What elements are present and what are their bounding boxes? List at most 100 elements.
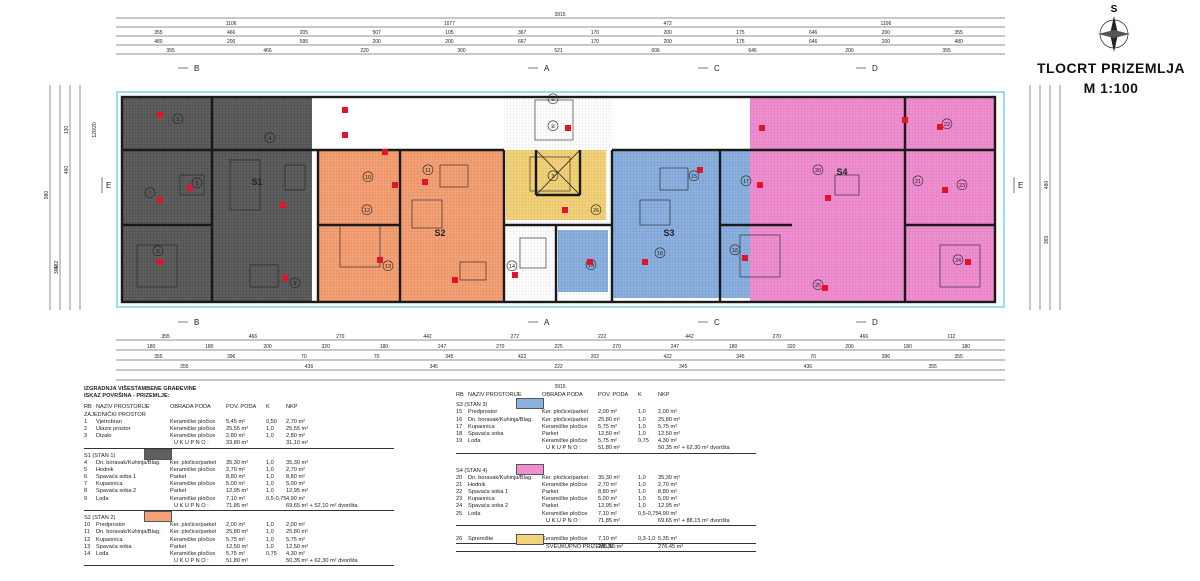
table-cell: 1,0 xyxy=(266,425,274,432)
dim-label: 436 xyxy=(305,364,314,370)
section-title-text: ZAJEDNIČKI PROSTOR xyxy=(84,411,146,418)
table-cell: Parket xyxy=(542,503,559,510)
room-number-circle xyxy=(172,113,184,125)
dim-label: 345 xyxy=(445,354,454,360)
room-number-circle xyxy=(812,279,824,291)
table-cell: 5,35 m² xyxy=(658,536,677,542)
room-number-circle xyxy=(912,175,924,187)
table-cell: 31,10 m² xyxy=(286,440,309,447)
dim-label: 507 xyxy=(372,30,381,36)
table-cell: 21 xyxy=(456,481,463,488)
table-cell: Parket xyxy=(170,474,187,481)
area-annotation-mark xyxy=(965,259,971,265)
area-annotation-mark xyxy=(377,257,383,263)
table-cell: 13 xyxy=(84,543,91,550)
room-number-circle xyxy=(952,254,964,266)
room-number-label: 18 xyxy=(732,248,738,254)
room-number-label: 17 xyxy=(743,179,749,185)
table-cell: 71,85 m² xyxy=(226,502,249,509)
room-number-label: 21 xyxy=(915,179,921,185)
table-cell: Ker. pločice/parket xyxy=(170,459,217,466)
table-cell: Keramičke pločice xyxy=(542,496,588,503)
room-number-circle xyxy=(740,175,752,187)
table-cell: 12 xyxy=(84,536,91,543)
dim-label: 595 xyxy=(300,39,309,45)
dim-label: 980 xyxy=(44,191,50,200)
table-cell: 7,10 m² xyxy=(598,510,617,517)
dim-label: 480 xyxy=(1044,181,1050,190)
area-annotation-mark xyxy=(562,207,568,213)
dim-label: 646 xyxy=(809,39,818,45)
area-annotation-mark xyxy=(422,179,428,185)
room-number-label: ① xyxy=(551,96,556,103)
table-cell: 1,0 xyxy=(638,423,646,430)
room-number-label: 26 xyxy=(593,208,599,214)
area-annotation-mark xyxy=(392,182,398,188)
table-cell: Vjetrobran xyxy=(96,418,122,425)
dim-label: 70 xyxy=(301,354,307,360)
table-cell: 1,0 xyxy=(266,481,274,488)
area-annotation-mark xyxy=(282,275,288,281)
table-cell: 51,80 m² xyxy=(598,445,621,452)
table-cell: Keramičke pločice xyxy=(170,466,216,473)
table-cell: 35,30 m² xyxy=(226,459,249,466)
dim-label: 345 xyxy=(736,354,745,360)
room-number-label: ② xyxy=(551,123,556,130)
dim-label: 200 xyxy=(372,39,381,45)
dim-label: 355 xyxy=(161,334,170,340)
table-cell: 4 xyxy=(84,459,88,466)
table-cell: 33,80 m² xyxy=(226,440,249,447)
table-cell: 1,0 xyxy=(266,466,274,473)
room-number-circle xyxy=(547,120,559,132)
room-number-circle xyxy=(688,170,700,182)
table-cell: 10 xyxy=(84,522,91,529)
section-title-text: S3 (STAN 3) xyxy=(456,402,488,409)
dim-label: 120/20 xyxy=(92,122,98,138)
table-cell: 2,00 m² xyxy=(226,522,245,529)
table-cell: Keramičke pločice xyxy=(542,438,588,445)
table-cell: Keramičke pločice xyxy=(170,495,216,502)
dim-label: 396 xyxy=(882,354,891,360)
room-number-label: S3 xyxy=(663,228,674,238)
table-cell: 5,75 m² xyxy=(598,423,617,430)
table-cell: Keramičke pločice xyxy=(542,510,588,517)
table-cell: 1,0 xyxy=(266,536,274,543)
table-cell: 276,45 m² xyxy=(658,544,684,551)
room-number-circle xyxy=(361,204,373,216)
table-cell: Lođa xyxy=(468,510,481,517)
dim-label: 200 xyxy=(882,39,891,45)
table-cell: Kupaonica xyxy=(468,423,495,430)
legend-swatch xyxy=(144,511,172,522)
table-cell: 18 xyxy=(456,430,463,437)
table-cell: Spavaća soba xyxy=(468,430,504,437)
table-cell: 25,55 m² xyxy=(226,425,249,432)
table-cell: 4,30 m² xyxy=(658,438,677,445)
dim-label: 105 xyxy=(445,30,454,36)
table-cell: U K U P N O : xyxy=(546,445,581,452)
section-title-text: S2 (STAN 2) xyxy=(84,515,116,521)
table-cell: SVEUKUPNO PRIZEMLJE : xyxy=(546,544,617,551)
table-cell: 2,00 m² xyxy=(598,409,617,416)
room-number-label: 8 xyxy=(156,249,159,255)
dim-label: 200 xyxy=(845,344,854,350)
table-heading-2: ISKAZ POVRŠINA - PRIZEMLJE: xyxy=(84,393,170,400)
dim-label: 200 xyxy=(445,39,454,45)
table-cell: 8,80 m² xyxy=(286,474,305,481)
side-dimension-lines xyxy=(49,85,1061,310)
dim-label: 442 xyxy=(685,334,694,340)
table-cell: 1,0 xyxy=(638,489,646,496)
table-section-title: S1 (STAN 1) xyxy=(84,448,394,460)
